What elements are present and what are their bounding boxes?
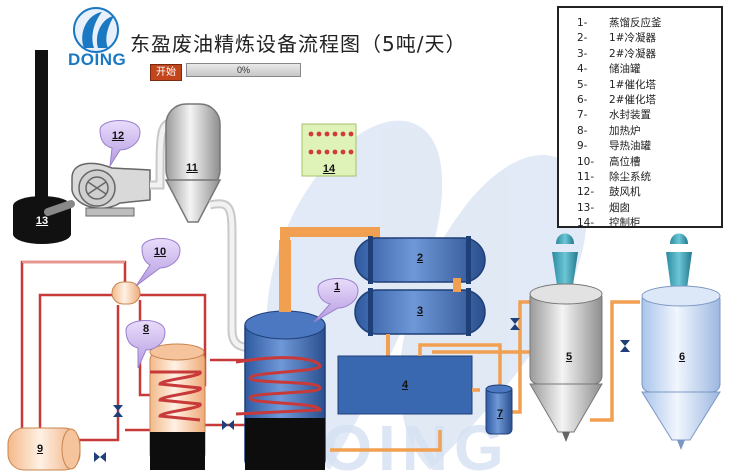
condenser-1 [354,236,486,284]
blower [44,162,151,217]
legend-item: 7-水封装置 [577,109,651,122]
valve-icon[interactable] [94,318,630,462]
distillation-reactor [235,310,326,470]
legend-item: 10-高位槽 [577,155,641,168]
label-dust-system: 11 [186,162,198,174]
legend-panel: 1-蒸馏反应釜 2-1#冷凝器 3-2#冷凝器 4-储油罐 5-1#催化塔 6-… [557,6,723,230]
label-condenser-1: 2 [416,252,424,264]
progress-bar: 0% [186,63,301,77]
start-button[interactable]: 开始 [150,64,182,81]
legend-item: 4-储油罐 [577,63,641,76]
label-control-cabinet: 14 [322,163,336,175]
brand-name: DOING [68,50,127,69]
label-water-seal: 7 [496,408,504,420]
heating-furnace [149,343,206,470]
label-reactor: 1 [333,281,341,293]
legend-item: 13-烟囱 [577,201,630,214]
legend-item: 14-控制柜 [577,217,641,230]
doing-logo-icon [73,7,119,53]
vapor-riser [279,240,291,312]
legend-item: 2-1#冷凝器 [577,32,656,45]
label-high-level-tank: 10 [153,246,167,258]
label-catalytic-tower-2: 6 [678,351,686,363]
condenser-link [453,278,461,292]
condenser-2 [354,288,486,336]
legend-item: 3-2#冷凝器 [577,47,656,60]
high-level-tank [111,281,141,305]
label-chimney: 13 [35,215,49,227]
oil-pipes [330,300,640,452]
legend-item: 1-蒸馏反应釜 [577,17,662,29]
catalytic-tower-1 [529,233,603,442]
legend-item: 9-导热油罐 [577,140,651,153]
oil-storage-tank [337,355,473,415]
thermal-oil-tank [7,427,81,471]
catalytic-tower-2 [641,233,721,450]
progress-text: 0% [236,65,250,75]
legend-item: 8-加热炉 [577,124,641,137]
legend-item: 11-除尘系统 [577,171,651,184]
label-catalytic-tower-1: 5 [565,351,573,363]
legend-item: 5-1#催化塔 [577,78,656,91]
legend-item: 6-2#催化塔 [577,94,656,107]
label-blower: 12 [111,130,125,142]
control-cabinet [301,123,358,177]
water-seal [485,384,513,435]
callout-bubbles [99,120,359,369]
label-thermal-oil-tank: 9 [36,443,44,455]
dust-removal-system [164,103,222,223]
label-storage-tank: 4 [401,379,409,391]
legend-item: 12-鼓风机 [577,186,641,199]
label-heating-furnace: 8 [142,323,150,335]
label-condenser-2: 3 [416,305,424,317]
page-title: 东盈废油精炼设备流程图（5吨/天） [130,32,467,56]
